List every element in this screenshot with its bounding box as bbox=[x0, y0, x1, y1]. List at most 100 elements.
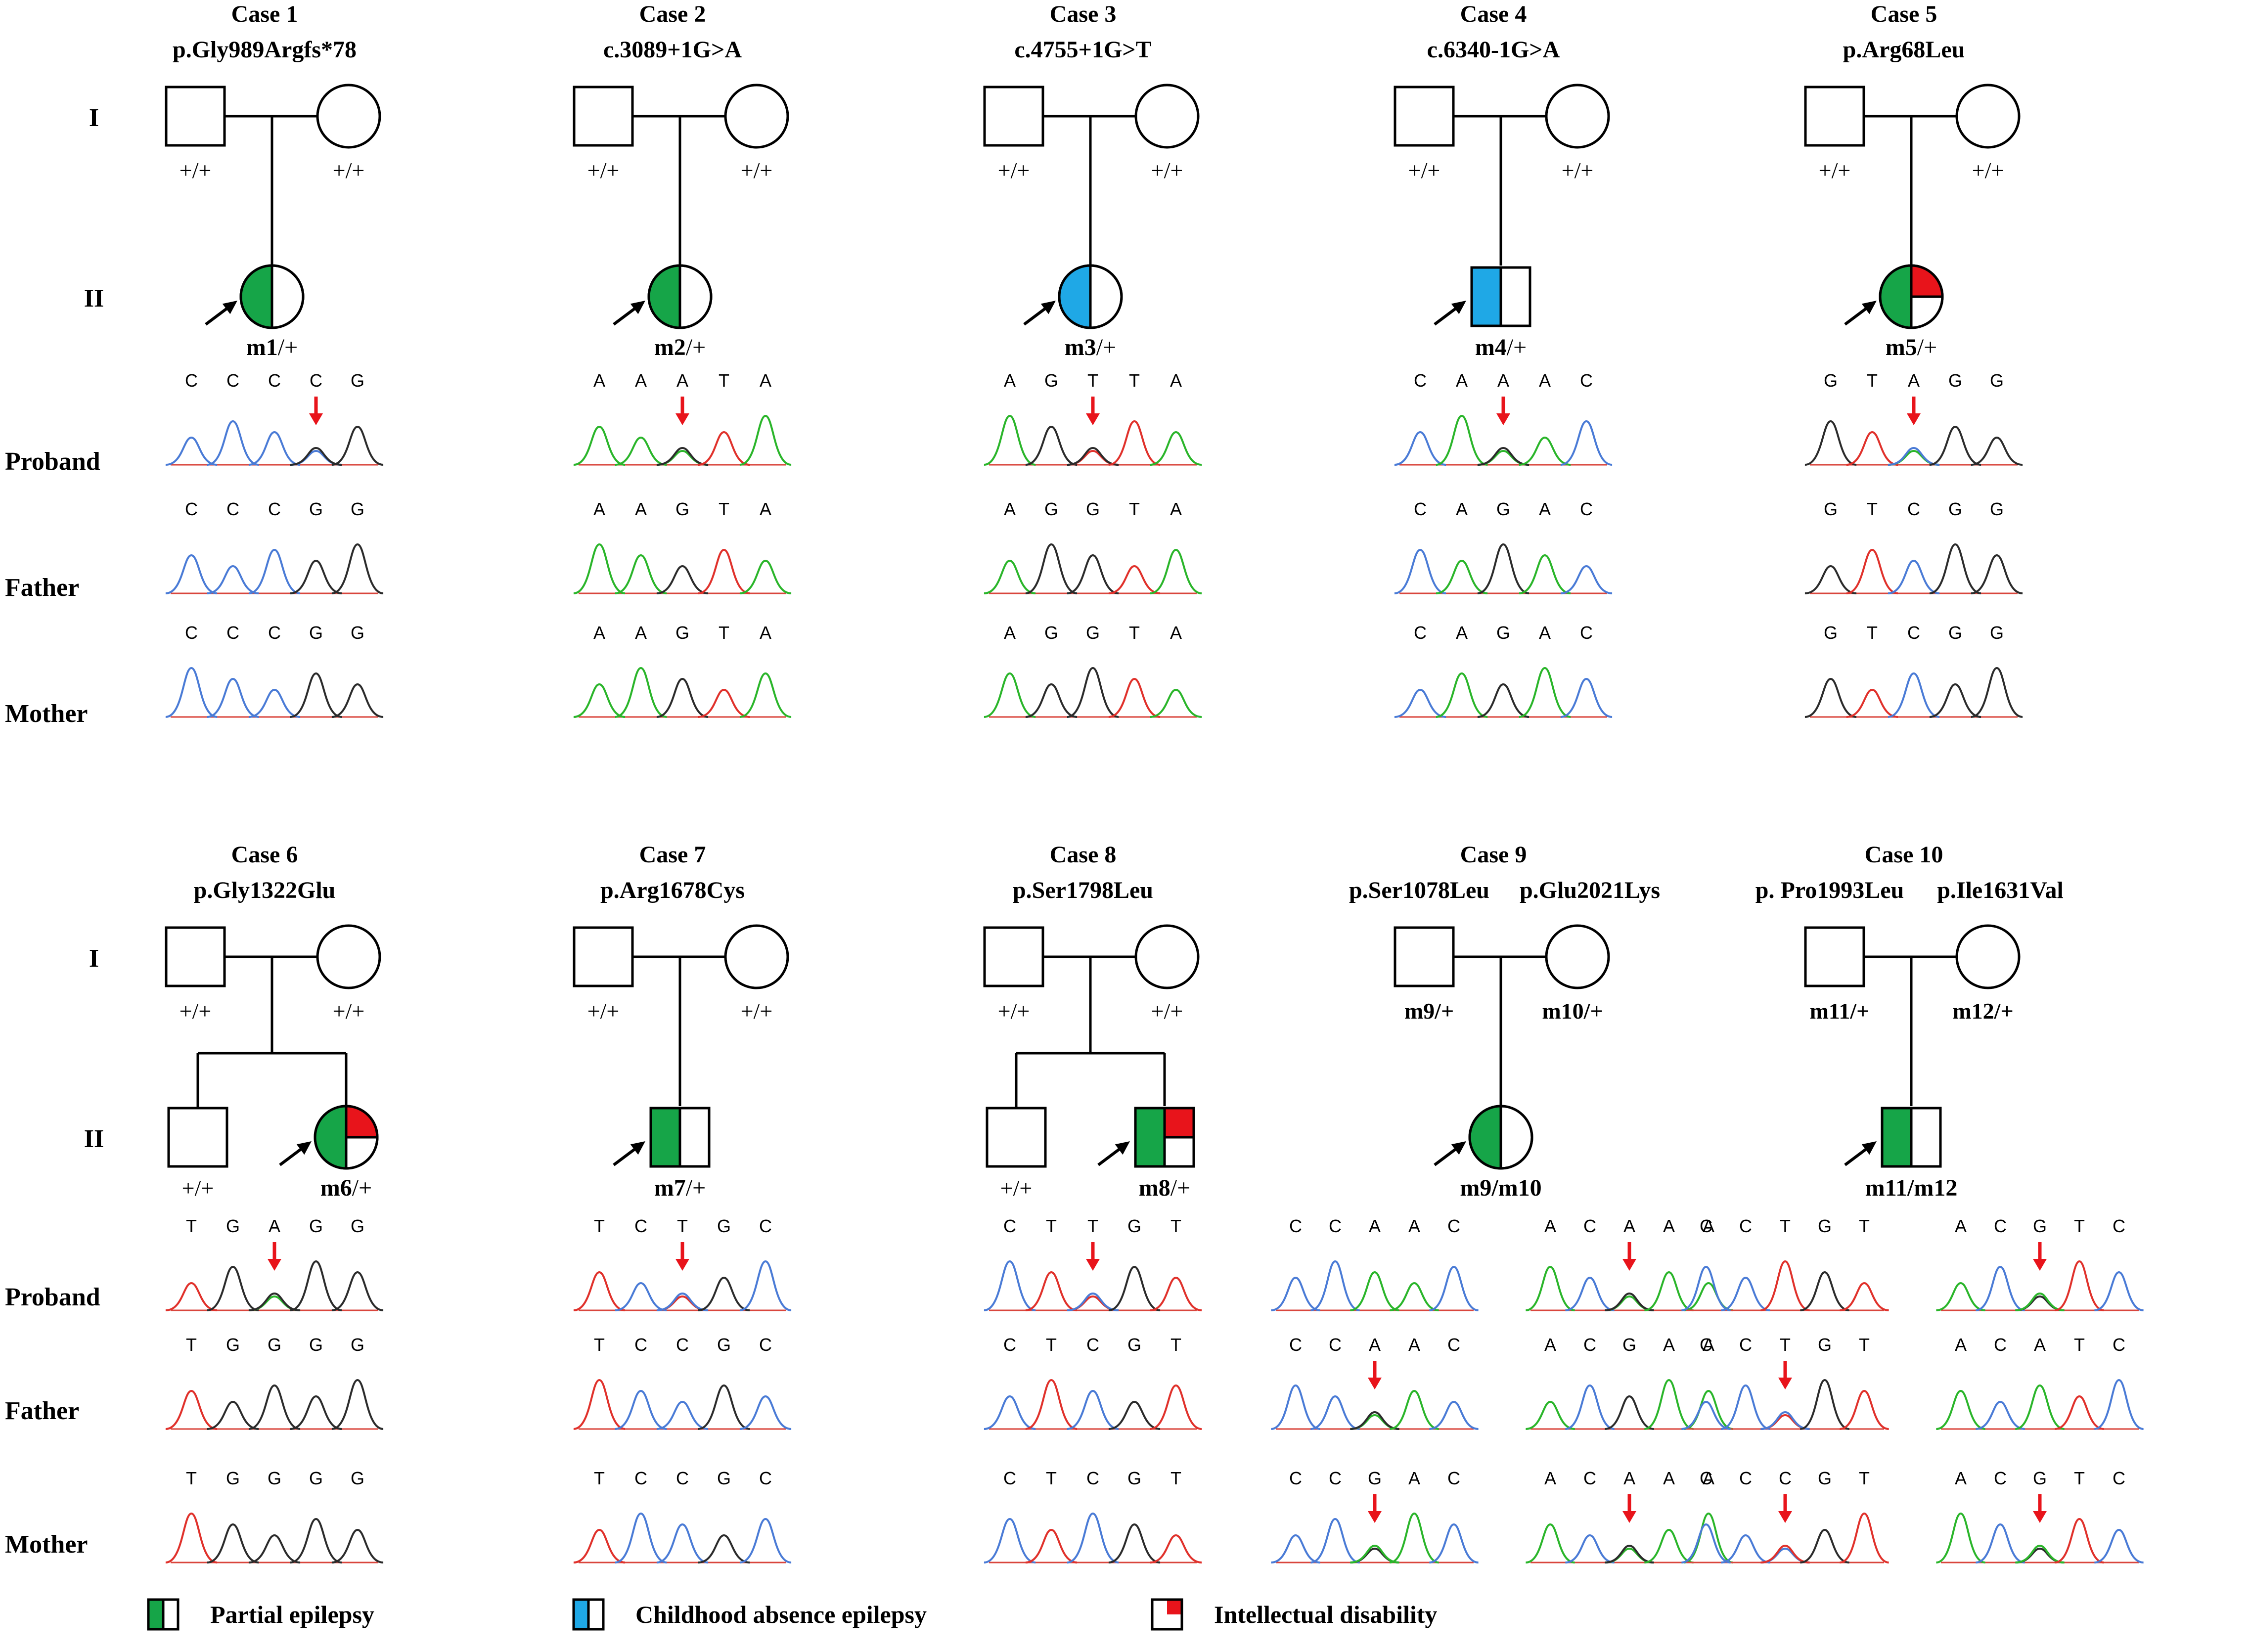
base-call-A: A bbox=[1456, 499, 1468, 519]
proband-arrow-head bbox=[630, 301, 645, 314]
base-call-G: G bbox=[1948, 499, 1962, 519]
legend-label: Partial epilepsy bbox=[210, 1601, 374, 1628]
trace-peak-G bbox=[656, 677, 709, 718]
base-call-C: C bbox=[2113, 1468, 2125, 1488]
variant-label: p. Pro1993Leu bbox=[1755, 877, 1904, 903]
trace-peak-A bbox=[1644, 1528, 1694, 1563]
variant-arrow-head bbox=[1368, 1511, 1382, 1523]
trace-peak-A bbox=[1436, 414, 1488, 466]
mother-circle bbox=[1545, 924, 1610, 989]
base-call-A: A bbox=[1703, 1468, 1714, 1488]
base-call-G: G bbox=[351, 1216, 364, 1236]
base-call-C: C bbox=[226, 499, 239, 519]
base-call-C: C bbox=[759, 1335, 772, 1355]
trace-peak-G bbox=[248, 1292, 301, 1311]
base-call-C: C bbox=[1580, 370, 1593, 391]
trace-peak-T bbox=[1760, 1260, 1810, 1311]
case-title: Case 9 bbox=[1460, 842, 1527, 868]
genotype-wildtype: /+ bbox=[1096, 334, 1116, 360]
base-call-G: G bbox=[1368, 1468, 1382, 1488]
trace-peak-C bbox=[2094, 1379, 2144, 1430]
genotype-wildtype: /+ bbox=[352, 1175, 372, 1201]
base-call-A: A bbox=[2034, 1335, 2046, 1355]
trace-peak-A bbox=[1526, 1265, 1575, 1311]
base-call-C: C bbox=[1779, 1468, 1792, 1488]
legend-swatch-outline bbox=[147, 1598, 180, 1631]
base-call-C: C bbox=[1700, 1335, 1712, 1355]
base-call-C: C bbox=[185, 370, 198, 391]
genotype-variant: m2 bbox=[654, 334, 686, 360]
base-call-C: C bbox=[676, 1335, 689, 1355]
trace-peak-T bbox=[165, 1389, 218, 1430]
variant-arrow-head bbox=[1778, 1378, 1792, 1389]
proband-outline bbox=[1134, 1107, 1195, 1168]
variant-arrow-head bbox=[675, 413, 689, 425]
base-call-G: G bbox=[1948, 370, 1962, 391]
proband-fill-left bbox=[241, 266, 272, 328]
legend-swatch-fill bbox=[1167, 1600, 1182, 1614]
trace-peak-T bbox=[1150, 1384, 1202, 1430]
trace-peak-T bbox=[1025, 1379, 1078, 1430]
trace-peak-A bbox=[615, 554, 667, 594]
base-call-G: G bbox=[309, 1335, 323, 1355]
trace-peak-G bbox=[331, 683, 384, 718]
row-label-mother: Mother bbox=[5, 700, 88, 728]
mother-genotype: +/+ bbox=[1562, 158, 1594, 183]
case-title: Case 8 bbox=[1050, 842, 1117, 868]
base-call-C: C bbox=[759, 1216, 772, 1236]
trace-peak-C bbox=[1271, 1276, 1320, 1311]
trace-peak-T bbox=[2055, 1518, 2104, 1563]
base-call-G: G bbox=[1044, 370, 1058, 391]
father-genotype: +/+ bbox=[1408, 158, 1440, 183]
base-call-A: A bbox=[1408, 1216, 1420, 1236]
base-call-C: C bbox=[1739, 1216, 1752, 1236]
proband-arrow-head bbox=[222, 301, 237, 314]
mother-circle bbox=[1134, 84, 1200, 149]
trace-peak-A bbox=[615, 436, 667, 466]
mother-genotype: +/+ bbox=[333, 158, 365, 183]
base-call-T: T bbox=[1859, 1468, 1870, 1488]
base-call-T: T bbox=[594, 1468, 605, 1488]
row-label-mother: Mother bbox=[5, 1530, 88, 1559]
proband-arrow-shaft bbox=[613, 1146, 638, 1166]
proband-fill-left bbox=[1135, 1108, 1165, 1166]
variant-arrow-head bbox=[1778, 1511, 1792, 1523]
case-title: Case 10 bbox=[1865, 842, 1943, 868]
base-call-A: A bbox=[1369, 1335, 1381, 1355]
row-labels-group: IIIProbandFatherMotherIIIProbandFatherMo… bbox=[5, 104, 104, 1559]
trace-peak-G bbox=[290, 446, 342, 466]
father-genotype: m9/+ bbox=[1404, 998, 1454, 1024]
proband-fill-left bbox=[315, 1106, 346, 1168]
generation-II-label: II bbox=[84, 284, 104, 313]
trace-peak-C bbox=[615, 1389, 667, 1430]
base-call-A: A bbox=[1539, 623, 1551, 643]
father-square bbox=[983, 926, 1044, 987]
base-call-G: G bbox=[1818, 1468, 1832, 1488]
proband-outline bbox=[1468, 1105, 1533, 1170]
trace-peak-A bbox=[1436, 559, 1488, 594]
base-call-C: C bbox=[185, 623, 198, 643]
trace-peak-T bbox=[573, 1271, 626, 1311]
base-call-C: C bbox=[759, 1468, 772, 1488]
trace-peak-G bbox=[331, 1528, 384, 1563]
trace-peak-T bbox=[2055, 1260, 2104, 1311]
base-call-C: C bbox=[1447, 1335, 1460, 1355]
mother-circle bbox=[316, 924, 381, 989]
base-call-A: A bbox=[1955, 1468, 1967, 1488]
proband-fill-topright bbox=[346, 1106, 377, 1137]
trace-peak-C bbox=[1429, 1265, 1479, 1311]
mother-circle bbox=[1955, 84, 2021, 149]
trace-peak-C bbox=[1310, 1395, 1360, 1430]
proband-genotype: m8/+ bbox=[1139, 1175, 1190, 1201]
trace-peak-C bbox=[739, 1518, 792, 1563]
legend-label: Childhood absence epilepsy bbox=[635, 1601, 927, 1628]
base-call-A: A bbox=[1544, 1216, 1556, 1236]
trace-peak-G bbox=[698, 1384, 750, 1430]
father-genotype: +/+ bbox=[180, 998, 212, 1024]
trace-peak-A bbox=[1150, 431, 1202, 466]
variant-label: p.Glu2021Lys bbox=[1520, 877, 1660, 903]
